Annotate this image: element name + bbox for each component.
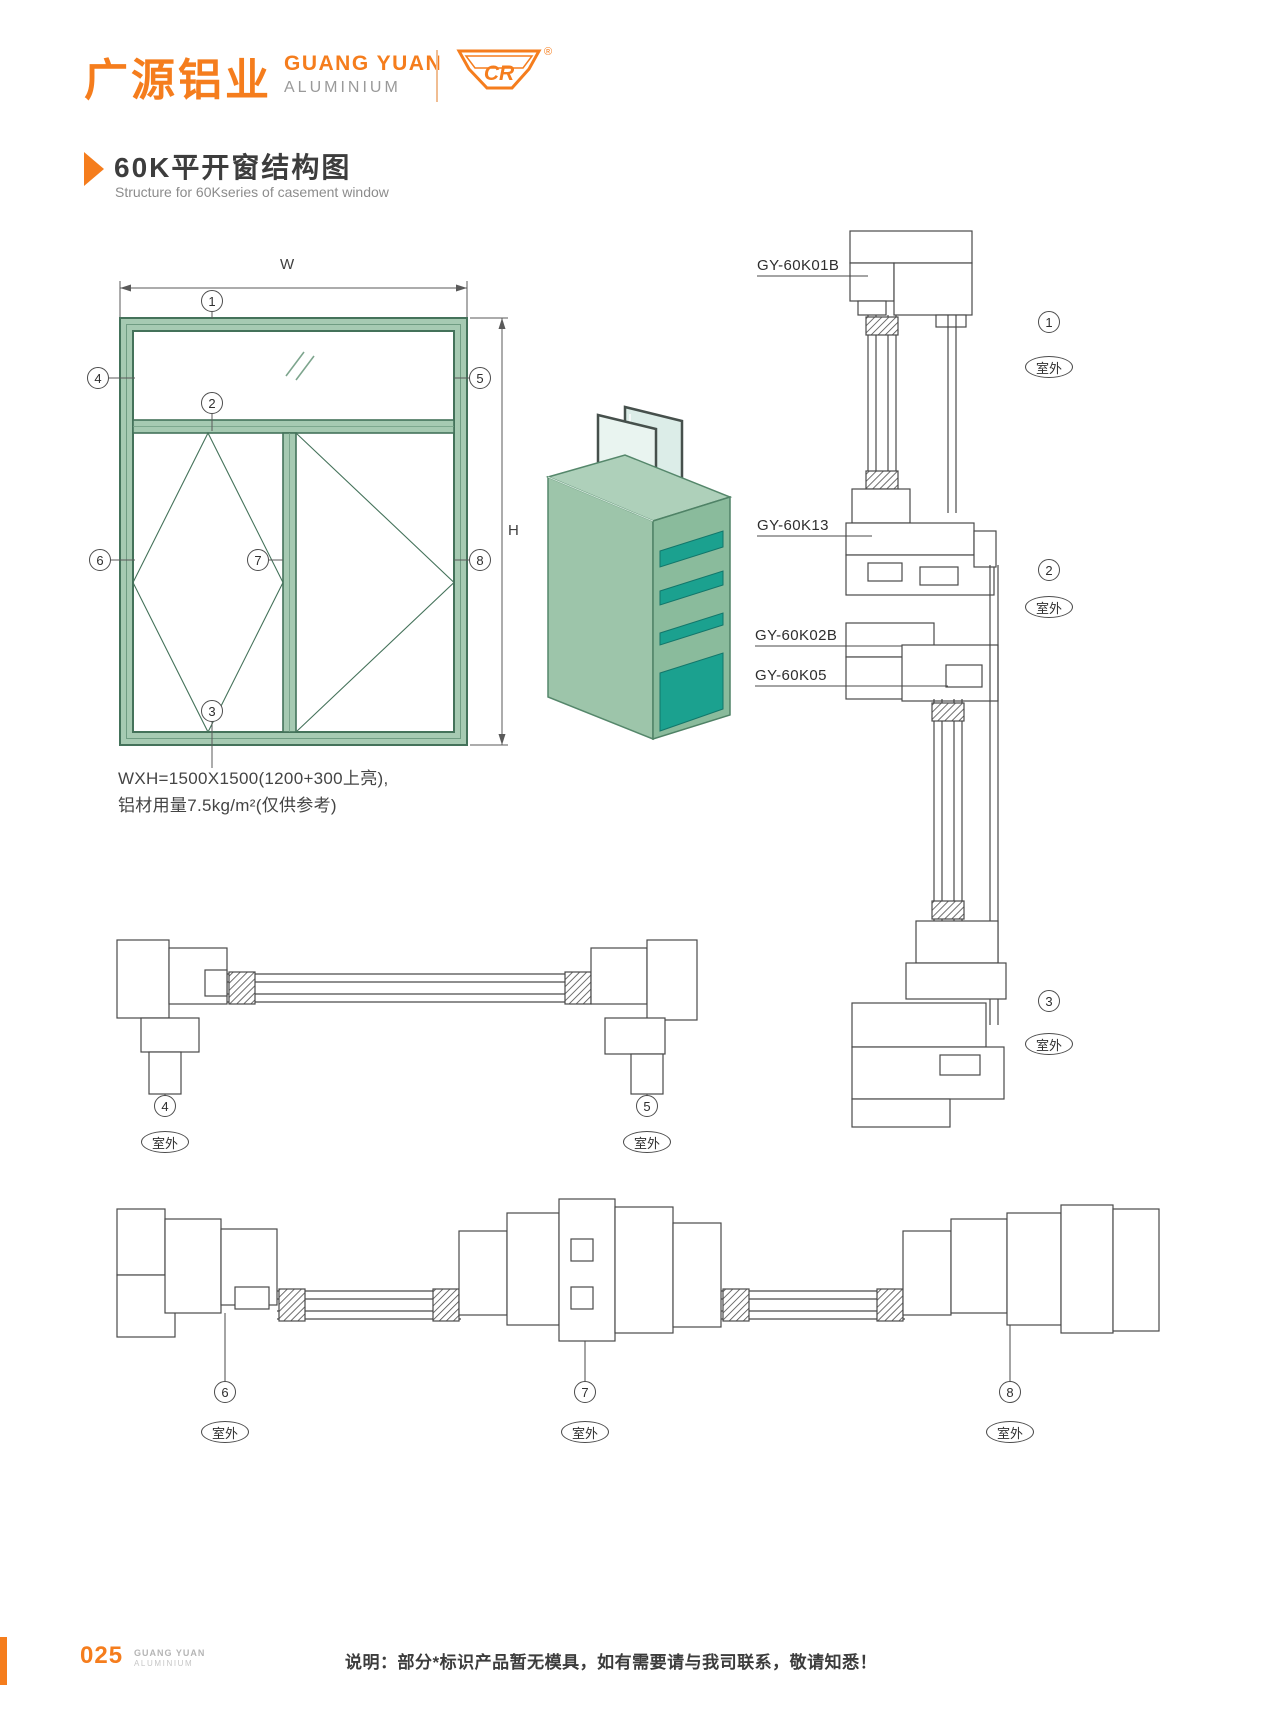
callout-section-2: 2: [1038, 559, 1060, 581]
callout-elevation-6: 6: [89, 549, 111, 571]
footer-brand-sub: ALUMINIUM: [134, 1659, 194, 1668]
callout-section-4: 4: [154, 1095, 176, 1117]
glass-reflection-marks: [285, 351, 315, 381]
spec-line-2: 铝材用量7.5kg/m²(仅供参考): [118, 796, 337, 815]
brand-mark-icon: CR ®: [456, 46, 552, 90]
right-sash-opening-symbol: [295, 432, 455, 733]
location-label-outdoor-7: 室外: [561, 1421, 609, 1443]
location-label-outdoor-5: 室外: [623, 1131, 671, 1153]
callout-section-8: 8: [999, 1381, 1021, 1403]
page-title: 60K平开窗结构图: [114, 152, 352, 183]
location-label-outdoor-2: 室外: [1025, 596, 1073, 618]
callout-section-3: 3: [1038, 990, 1060, 1012]
brand-mark-text: CR: [484, 62, 515, 85]
location-label-outdoor-1: 室外: [1025, 356, 1073, 378]
profile-label-gy-60k01b: GY-60K01B: [757, 257, 840, 274]
mid-section-leaders: [164, 1094, 648, 1100]
left-sash-opening-symbol: [132, 431, 284, 734]
callout-elevation-8: 8: [469, 549, 491, 571]
callout-elevation-7: 7: [247, 549, 269, 571]
profile-label-gy-60k05: GY-60K05: [755, 667, 827, 684]
footer-brand-name: GUANG YUAN: [134, 1648, 206, 1658]
callout-elevation-2: 2: [201, 392, 223, 414]
footer-note: 说明：部分*标识产品暂无模具，如有需要请与我司联系，敬请知悉！: [345, 1653, 878, 1672]
logo-english-name: GUANG YUAN: [284, 52, 443, 75]
location-label-outdoor-3: 室外: [1025, 1033, 1073, 1055]
vertical-section-drawing: [755, 230, 1007, 1128]
logo-english-sub: ALUMINIUM: [284, 79, 401, 96]
bottom-horizontal-section-drawing: [116, 1198, 1160, 1381]
footer-brand-block: GUANG YUAN ALUMINIUM: [134, 1648, 205, 1668]
callout-elevation-3: 3: [201, 700, 223, 722]
callout-elevation-1: 1: [201, 290, 223, 312]
window-frame: [119, 317, 468, 746]
dimension-lines: [119, 281, 508, 746]
footer-accent-bar: [0, 1637, 7, 1685]
callout-section-6: 6: [214, 1381, 236, 1403]
callout-section-7: 7: [574, 1381, 596, 1403]
callout-leader-lines: [109, 312, 469, 768]
page-number: 025: [80, 1642, 124, 1669]
callout-elevation-4: 4: [87, 367, 109, 389]
profile-left-face: [547, 475, 654, 741]
mid-horizontal-section-drawing: [116, 939, 698, 1100]
bottom-section-profiles: [116, 1198, 1160, 1342]
location-label-outdoor-8: 室外: [986, 1421, 1034, 1443]
profile-3d-render: [545, 405, 733, 741]
dim-height-label: H: [508, 522, 519, 539]
callout-section-5: 5: [636, 1095, 658, 1117]
header-divider: [436, 50, 438, 102]
location-label-outdoor-4: 室外: [141, 1131, 189, 1153]
profile-label-gy-60k13: GY-60K13: [757, 517, 829, 534]
profile-label-gy-60k02b: GY-60K02B: [755, 627, 838, 644]
registered-mark: ®: [544, 46, 552, 58]
profile-teal-chambers: [659, 530, 724, 732]
callout-section-1: 1: [1038, 311, 1060, 333]
logo-english-block: GUANG YUAN ALUMINIUM: [284, 52, 442, 97]
dim-width-label: W: [280, 256, 295, 273]
location-label-outdoor-6: 室外: [201, 1421, 249, 1443]
spec-line-1: WXH=1500X1500(1200+300上亮),: [118, 769, 389, 788]
logo-chinese-text: 广源铝业: [84, 55, 272, 106]
vertical-section-profiles: [845, 230, 1007, 1128]
profile-label-leaders: [755, 275, 948, 687]
bottom-section-leaders: [224, 1313, 1011, 1381]
dimension-arrows: [120, 284, 506, 745]
page-subtitle: Structure for 60Kseries of casement wind…: [115, 184, 389, 200]
mid-section-profiles: [116, 939, 698, 1095]
window-elevation-drawing: [109, 281, 508, 768]
title-arrow-icon: [84, 152, 104, 186]
callout-elevation-5: 5: [469, 367, 491, 389]
